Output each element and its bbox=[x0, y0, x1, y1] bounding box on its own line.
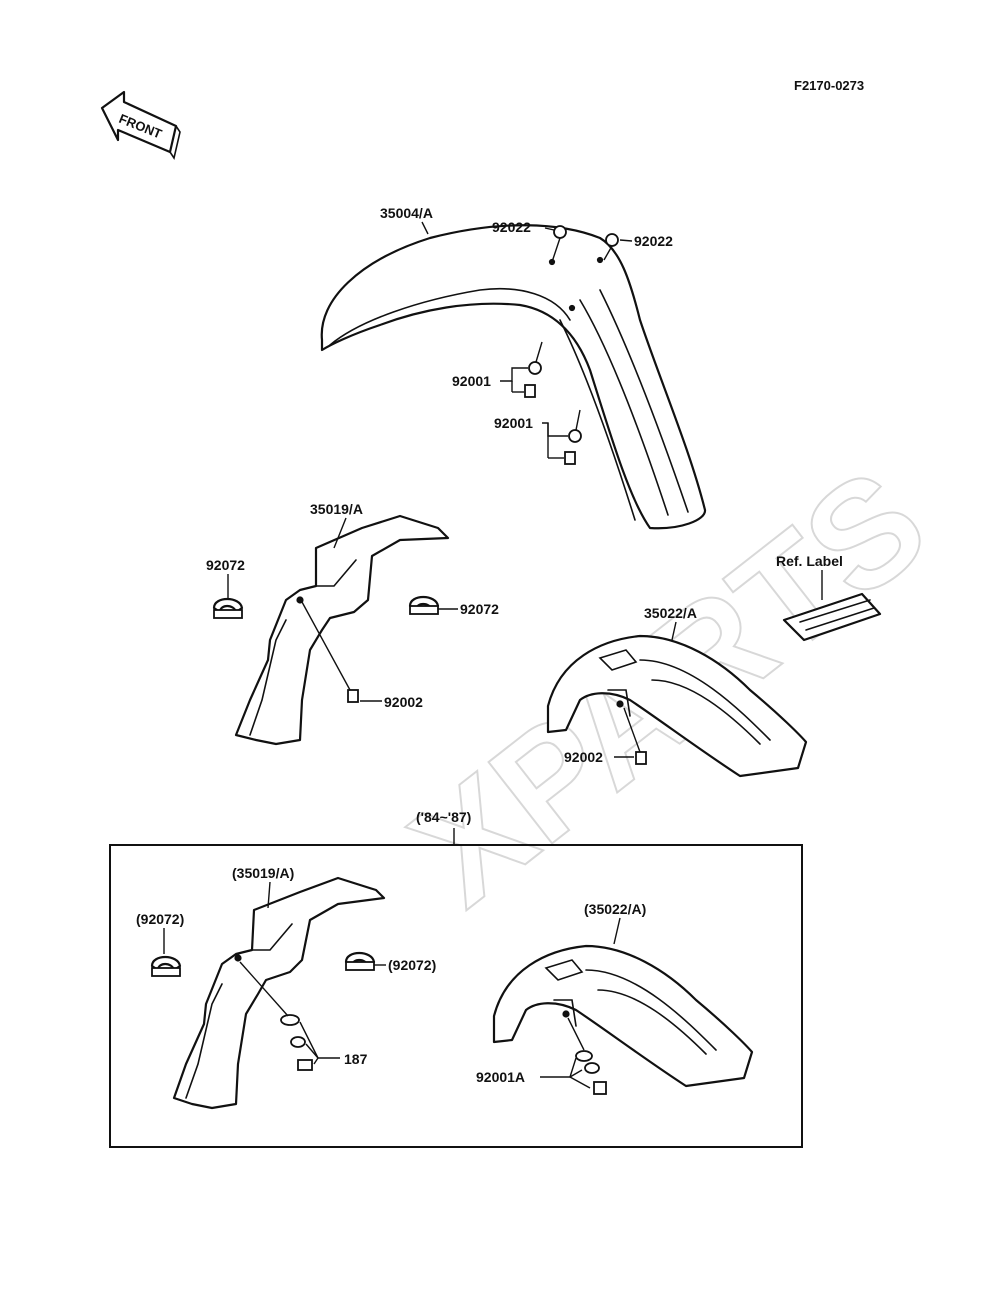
inset-label-flap: (35019/A) bbox=[232, 865, 294, 881]
nut-92022-right bbox=[603, 233, 619, 261]
inset-bolt-92001A bbox=[567, 1017, 607, 1095]
label-bolt-upper: 92001 bbox=[452, 373, 491, 389]
inset-clamp-right bbox=[344, 951, 376, 971]
inset-label-clamp-left: (92072) bbox=[136, 911, 184, 927]
label-front-fender: 35004/A bbox=[380, 205, 433, 221]
bolt-92002-flap bbox=[301, 601, 359, 703]
clamp-92072-left bbox=[212, 597, 244, 619]
inset-clamp-left bbox=[150, 955, 182, 977]
inset-bolt-set-187 bbox=[239, 961, 313, 1071]
inset-box bbox=[109, 844, 803, 1148]
label-ref: Ref. Label bbox=[776, 553, 843, 569]
inset-mud-flap bbox=[172, 876, 386, 1110]
inset-years: ('84~'87) bbox=[416, 809, 471, 825]
inset-rear-fender bbox=[492, 944, 754, 1088]
ref-label-sticker bbox=[782, 592, 882, 642]
label-rear-bolt: 92002 bbox=[564, 749, 603, 765]
rear-fender bbox=[546, 634, 808, 778]
inset-label-bolt-set: 187 bbox=[344, 1051, 368, 1067]
label-flap-bolt: 92002 bbox=[384, 694, 423, 710]
nut-92022-left bbox=[551, 225, 567, 263]
label-clamp-right: 92072 bbox=[460, 601, 499, 617]
inset-label-rear-bolt: 92001A bbox=[476, 1069, 525, 1085]
clamp-92072-right bbox=[408, 595, 440, 615]
bolt-92001-lower bbox=[564, 409, 582, 465]
inset-label-clamp-right: (92072) bbox=[388, 957, 436, 973]
figure-code: F2170-0273 bbox=[794, 78, 864, 93]
bolt-92001-upper bbox=[524, 341, 543, 398]
bolt-92002-rear bbox=[623, 707, 647, 765]
label-bolt-lower: 92001 bbox=[494, 415, 533, 431]
front-arrow-icon: FRONT bbox=[100, 90, 181, 160]
label-flap: 35019/A bbox=[310, 501, 363, 517]
inset-label-rear-fender: (35022/A) bbox=[584, 901, 646, 917]
label-nut-right: 92022 bbox=[634, 233, 673, 249]
label-rear-fender: 35022/A bbox=[644, 605, 697, 621]
label-nut-left: 92022 bbox=[492, 219, 531, 235]
label-clamp-left: 92072 bbox=[206, 557, 245, 573]
front-fender bbox=[320, 224, 707, 530]
mud-flap bbox=[234, 514, 450, 746]
